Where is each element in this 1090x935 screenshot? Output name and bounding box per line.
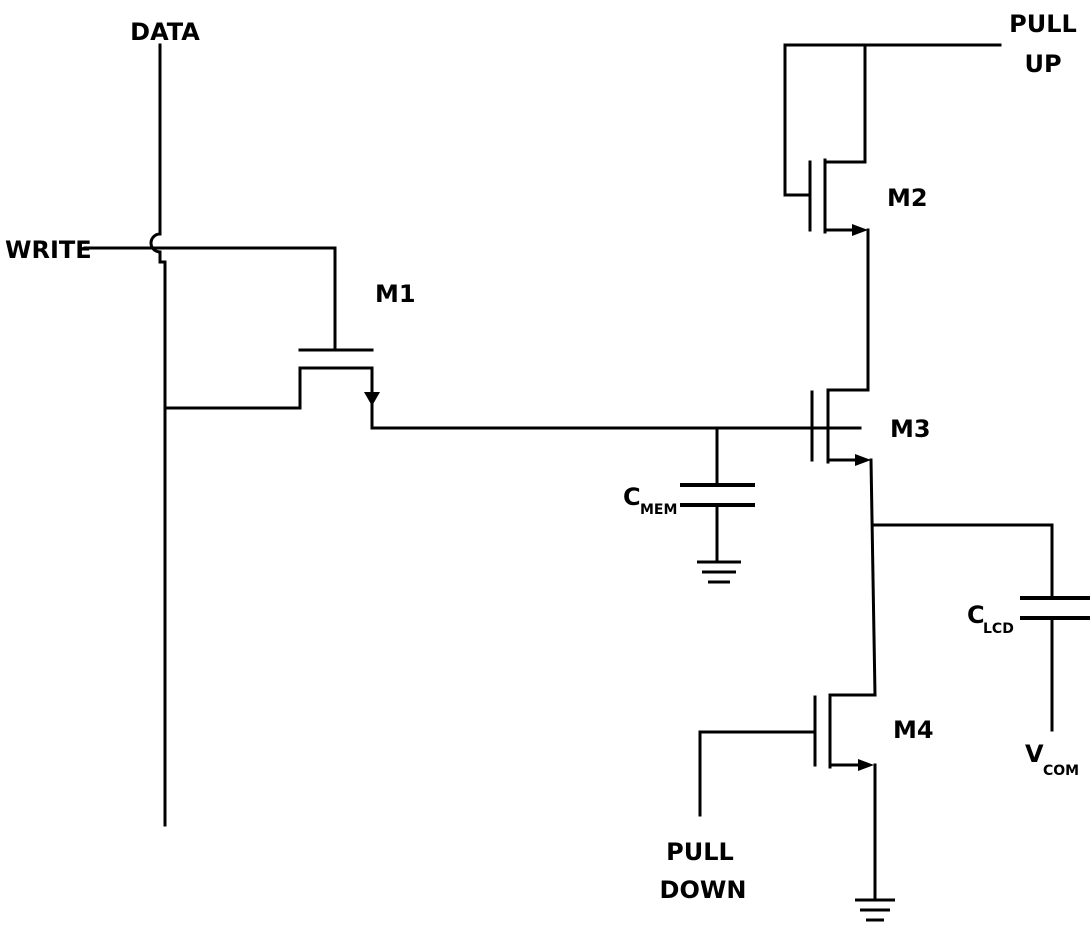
m1-label: M1 [375,280,416,308]
write-label: WRITE [5,236,92,264]
pull-down-label-line2: DOWN [660,876,747,904]
transistor-m2 [810,160,868,236]
m3-label: M3 [890,415,931,443]
output-node [871,460,875,695]
clcd-label: C [967,601,985,629]
vcom-subscript: COM [1043,763,1079,779]
m4-label: M4 [893,716,934,744]
cmem-label: C [623,483,641,511]
data-line [151,45,165,825]
capacitor-clcd [1020,598,1090,730]
capacitor-cmem [680,428,755,582]
ground-symbol [855,900,895,920]
pull-down-label-line1: PULL [666,838,734,866]
pull-up-label-line1: PULL [1009,10,1077,38]
write-line [85,248,335,350]
cmem-subscript: MEM [640,502,677,518]
transistor-m1 [168,350,860,428]
pull-up-label-line2: UP [1024,50,1061,78]
transistor-m4 [700,695,875,900]
data-label: DATA [130,18,200,46]
pull-up-rail [785,45,1000,195]
vcom-label: V [1025,740,1044,768]
clcd-subscript: LCD [983,621,1014,637]
m2-label: M2 [887,184,928,212]
